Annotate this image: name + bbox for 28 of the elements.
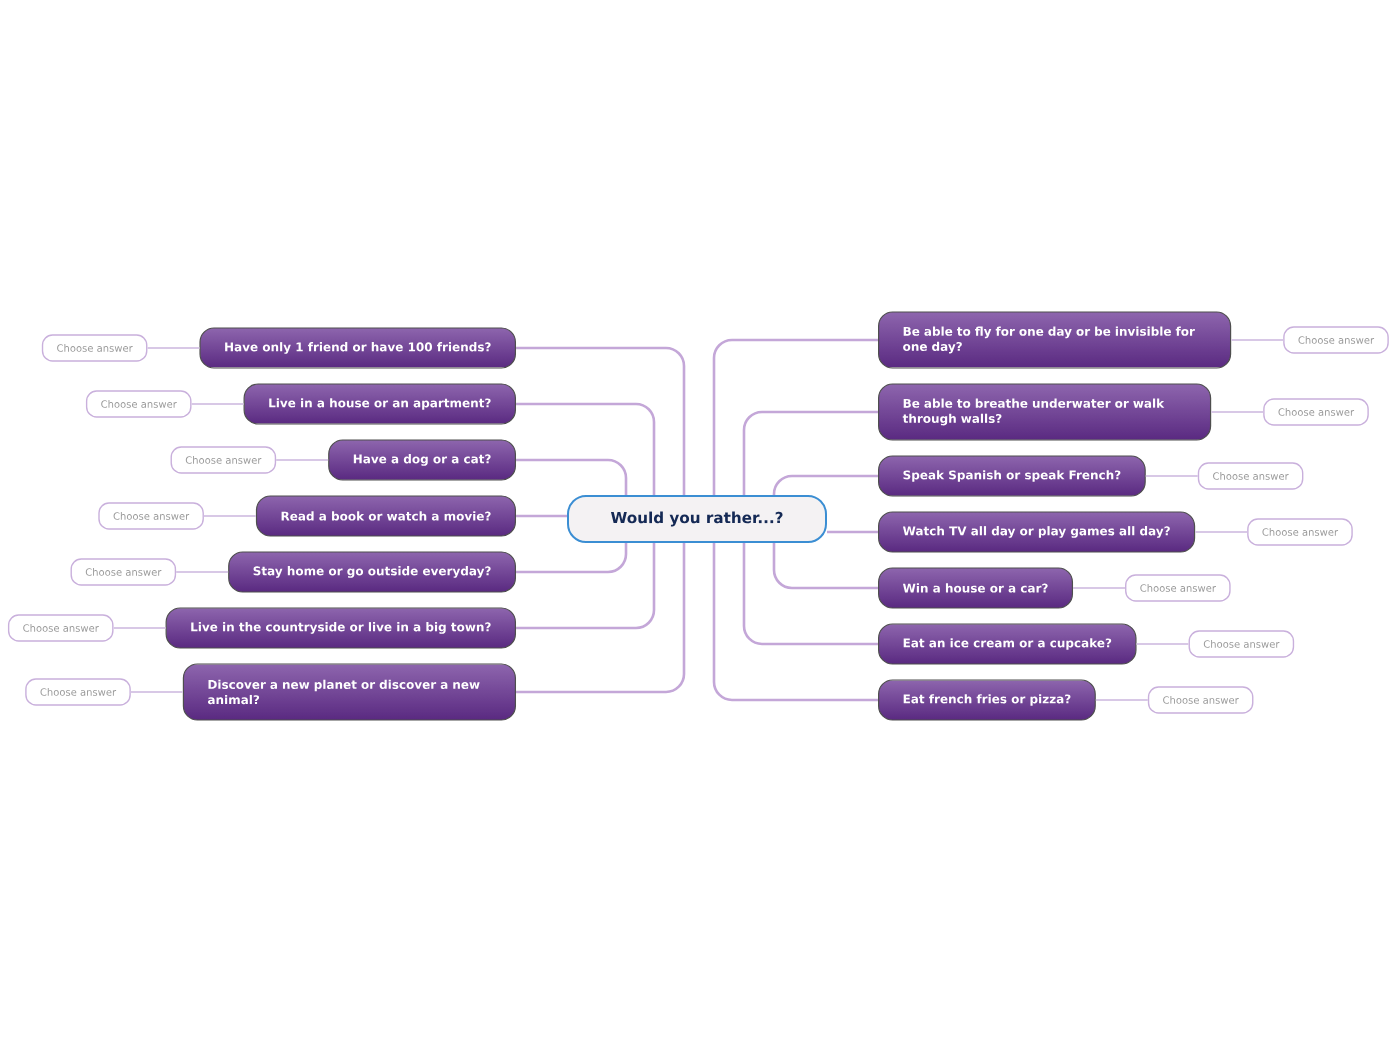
connector-line: [516, 514, 567, 518]
connector-line: [516, 543, 686, 694]
connector-line: [742, 543, 878, 646]
connector-line: [1135, 643, 1190, 645]
connector-line: [1210, 411, 1265, 413]
connector-line: [112, 627, 167, 629]
connector-line: [1194, 531, 1249, 533]
connector-line: [772, 474, 878, 496]
connector-line: [772, 543, 878, 590]
connector-line: [1230, 339, 1285, 341]
connector-line: [516, 402, 656, 495]
connector-line: [516, 346, 686, 495]
connector-line: [516, 543, 656, 630]
connector-line: [190, 403, 245, 405]
connector-line: [1072, 587, 1127, 589]
connector-line: [275, 459, 330, 461]
connector-line: [712, 338, 878, 495]
connector-line: [1094, 698, 1149, 701]
connector-line: [175, 571, 230, 573]
connector-line: [1144, 475, 1199, 477]
connector-line: [827, 530, 878, 534]
connector-line: [712, 543, 878, 702]
connector-line: [516, 543, 628, 574]
connector-line: [146, 347, 201, 349]
connector-line: [202, 515, 257, 517]
connector-line: [516, 458, 628, 495]
connector-line: [742, 410, 878, 495]
connector-line: [129, 690, 184, 693]
